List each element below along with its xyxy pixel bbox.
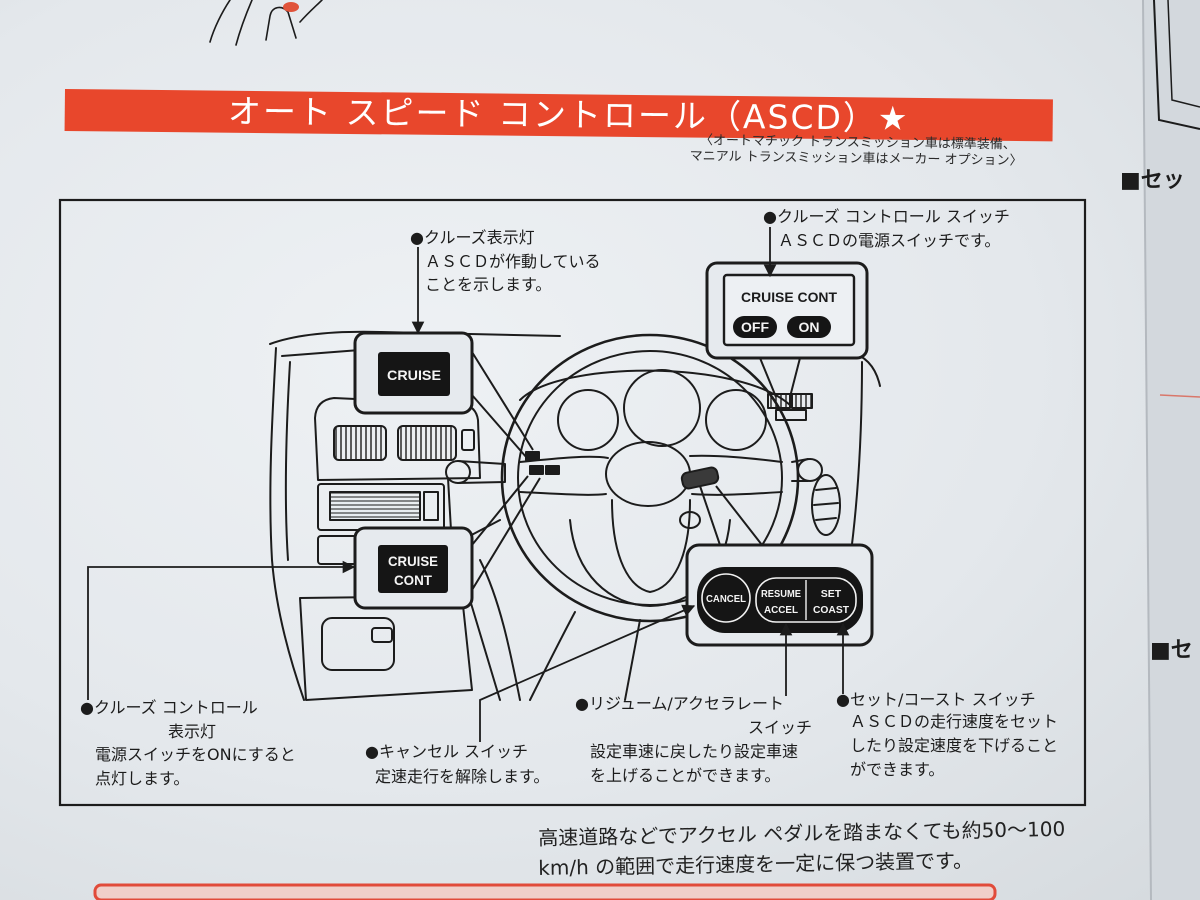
right-stalk-tip — [798, 459, 822, 481]
cruise-switch-desc: ＡＳＣＤの電源スイッチです。 — [778, 231, 1000, 250]
dash-switch — [792, 394, 812, 408]
red-mark — [283, 2, 299, 12]
dash-left-edge-inner — [286, 362, 290, 560]
callout-cruise-cont-indicator: CRUISE CONT — [355, 528, 472, 608]
hand-sketch — [210, 0, 322, 45]
storage-tray — [322, 618, 394, 670]
dash-right-edge — [850, 362, 862, 560]
finger-stroke — [210, 0, 230, 42]
instrument-hood — [520, 371, 790, 405]
dash-top-inner — [282, 350, 360, 356]
facing-page-heading-2: ■セ — [1150, 632, 1193, 664]
set-switch-label: ●セット/コースト スイッチ — [836, 690, 1036, 709]
resume-button-line2: ACCEL — [764, 604, 799, 616]
tray-button — [372, 628, 392, 642]
cancel-button-label: CANCEL — [706, 593, 747, 605]
left-vent-grille — [334, 426, 386, 460]
steering-column — [530, 612, 640, 700]
off-button-label: OFF — [741, 319, 769, 335]
cancel-switch-label: ●キャンセル スイッチ — [365, 742, 528, 761]
next-section-band — [95, 885, 995, 900]
resume-switch-label-2: スイッチ — [748, 718, 812, 737]
center-vent-grille — [398, 426, 456, 460]
resume-switch-label-1: ●リジューム/アクセラレート — [575, 694, 784, 713]
cruise-indicator-lamp — [526, 452, 539, 460]
callout-cruise-switch: CRUISE CONT OFF ON — [707, 263, 867, 358]
section-title: オート スピード コントロール（ASCD）★ — [208, 90, 910, 139]
callout-steering-switches: CANCEL RESUME ACCEL SET COAST — [687, 545, 872, 645]
finger-stroke — [236, 0, 252, 45]
cruise-cont-indicator-label-1: ●クルーズ コントロール — [80, 698, 258, 717]
set-switch-desc-3: ができます。 — [850, 760, 944, 779]
right-stalk — [792, 459, 808, 481]
facing-page — [1143, 0, 1200, 900]
finger-stroke — [300, 0, 322, 22]
diagram-labels: ●クルーズ表示灯 ＡＳＣＤが作動している ことを示します。 ●クルーズ コントロ… — [80, 207, 1058, 788]
connector-cruise-cont-indicator — [472, 476, 540, 590]
cruise-cont-display-line1: CRUISE — [388, 553, 438, 569]
cruise-cont-indicator-desc-2: 点灯します。 — [95, 769, 189, 788]
gauge-left — [558, 390, 618, 450]
cruise-indicator-desc-1: ＡＳＣＤが作動している — [425, 252, 601, 271]
finger-stroke — [266, 7, 296, 40]
cruise-cont-indicator-desc-1: 電源スイッチをONにすると — [95, 745, 296, 764]
leader-cancel-switch — [480, 606, 694, 742]
cancel-switch-desc: 定速走行を解除します。 — [375, 767, 549, 786]
on-button-label: ON — [799, 319, 820, 335]
cruise-switch-label: ●クルーズ コントロール スイッチ — [763, 207, 1010, 226]
gauge-right — [706, 390, 766, 450]
facing-page-heading-1: ■セッ — [1120, 162, 1185, 194]
hazard-switch — [462, 430, 474, 450]
audio-knob-panel — [424, 492, 438, 520]
leader-cruise-cont-indicator — [88, 567, 354, 700]
left-stalk-tip — [446, 461, 470, 483]
set-switch-desc-1: ＡＳＣＤの走行速度をセット — [850, 712, 1058, 731]
cruise-indicator-label: ●クルーズ表示灯 — [410, 228, 535, 247]
knee-bolster — [480, 560, 520, 700]
steering-hub-pad — [612, 500, 690, 592]
cruise-switch-title: CRUISE CONT — [741, 289, 837, 305]
gauge-center — [624, 370, 700, 446]
audio-display — [330, 492, 420, 520]
set-button-line2: COAST — [813, 604, 850, 616]
climate-panel — [318, 536, 358, 564]
cruise-cont-indicator-lamp — [530, 466, 543, 474]
set-switch-desc-2: したり設定速度を下げること — [850, 736, 1058, 755]
resume-switch-desc-2: を上げることができます。 — [590, 766, 780, 785]
resume-switch-desc-1: 設定車速に戻したり設定車速 — [590, 742, 798, 761]
cruise-cont-display-line2: CONT — [394, 572, 432, 588]
indicator-lamp — [546, 466, 559, 474]
availability-note: 〈オートマチック トランスミッション車は標準装備、 マニアル トランスミッション… — [690, 133, 1023, 170]
facing-page-surface — [1143, 0, 1200, 900]
callout-cruise-indicator: CRUISE — [355, 333, 472, 413]
steering-hub — [606, 442, 690, 506]
cruise-cont-indicator-label-2: 表示灯 — [168, 722, 216, 741]
lower-dash — [300, 596, 472, 700]
resume-button-line1: RESUME — [761, 588, 801, 600]
right-vent-louvers — [814, 488, 838, 520]
set-button-line1: SET — [821, 588, 842, 600]
cruise-main-switch — [768, 394, 790, 408]
cruise-display-text: CRUISE — [387, 367, 441, 383]
cruise-indicator-desc-2: ことを示します。 — [425, 275, 551, 294]
